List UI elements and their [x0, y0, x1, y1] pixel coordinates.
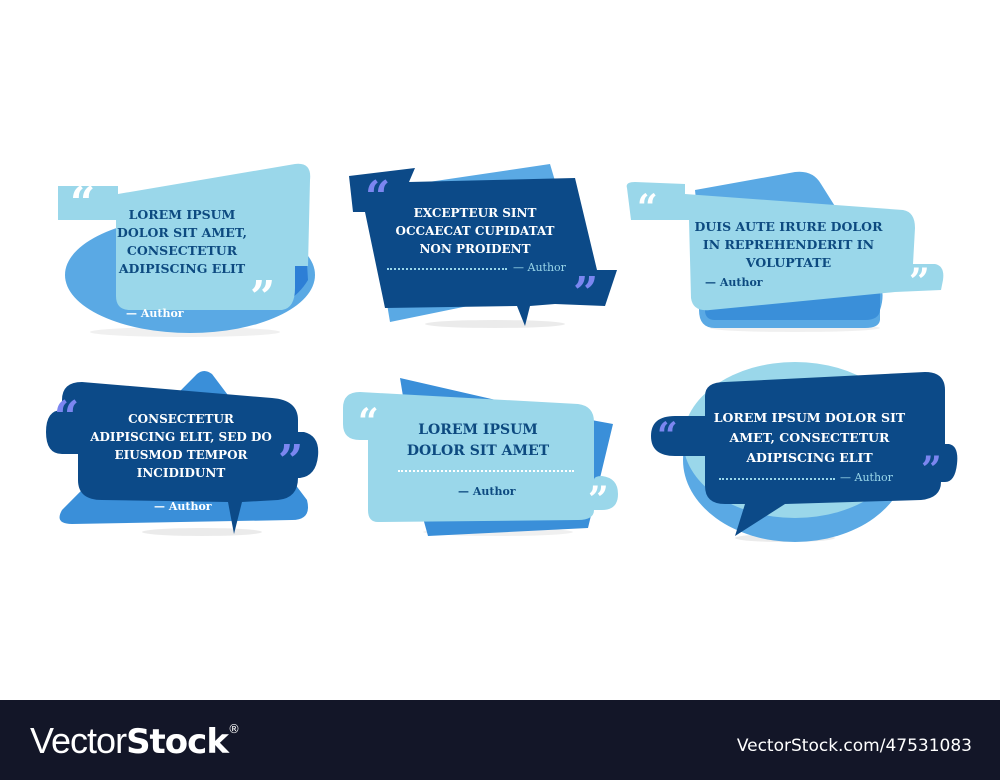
close-quote-icon: ” [278, 436, 304, 487]
divider-dots [719, 478, 835, 480]
author-label: — Author [458, 485, 516, 498]
quote-text: CONSECTETUR ADIPISCING ELIT, SED DO EIUS… [90, 412, 272, 480]
speech-bubble-shape [349, 164, 617, 328]
watermark-footer: VectorStock® VectorStock.com/47531083 [0, 700, 1000, 780]
quote-text: EXCEPTEUR SINT OCCAECAT CUPIDATAT NON PR… [395, 206, 555, 256]
author-label: — Author [840, 471, 893, 484]
quote-text: LOREM IPSUM DOLOR SIT AMET [406, 422, 550, 459]
close-quote-icon: ” [909, 261, 930, 303]
author-label: — Author [126, 307, 184, 320]
quote-text: LOREM IPSUM DOLOR SIT AMET, CONSECTETUR … [713, 410, 906, 465]
open-quote-icon: “ [637, 187, 658, 229]
close-quote-icon: ” [573, 268, 599, 319]
open-quote-icon: “ [54, 392, 80, 443]
image-reference: VectorStock.com/47531083 [736, 736, 972, 756]
speech-bubble-shape [626, 171, 944, 332]
quote-text: LOREM IPSUM DOLOR SIT AMET, CONSECTETUR … [116, 207, 248, 276]
open-quote-icon: “ [358, 401, 379, 443]
speech-bubble-shape [343, 378, 618, 536]
divider-dots [398, 470, 574, 472]
author-label: — Author [705, 276, 763, 289]
open-quote-icon: “ [365, 172, 391, 223]
quote-card-5: “ ” LOREM IPSUM DOLOR SIT AMET — Author [338, 378, 623, 540]
open-quote-icon: “ [70, 178, 96, 229]
speech-bubble-shape [58, 163, 315, 337]
author-label: — Author [154, 500, 212, 513]
open-quote-icon: “ [657, 415, 678, 457]
quote-card-3: “ ” DUIS AUTE IRURE DOLOR IN REPREHENDER… [625, 170, 950, 335]
author-label: — Author [513, 261, 566, 274]
registered-mark: ® [227, 722, 240, 736]
quote-card-4: “ ” CONSECTETUR ADIPISCING ELIT, SED DO … [42, 370, 327, 540]
quote-templates-canvas: “ ” LOREM IPSUM DOLOR SIT AMET, CONSECTE… [42, 160, 965, 545]
close-quote-icon: ” [588, 479, 609, 521]
close-quote-icon: ” [250, 272, 276, 323]
speech-bubble-shape [46, 371, 319, 536]
quote-card-6: “ ” LOREM IPSUM DOLOR SIT AMET, CONSECTE… [645, 360, 965, 545]
quote-card-1: “ ” LOREM IPSUM DOLOR SIT AMET, CONSECTE… [50, 160, 320, 340]
quote-text: DUIS AUTE IRURE DOLOR IN REPREHENDERIT I… [694, 219, 883, 270]
divider-dots [387, 268, 507, 270]
quote-card-2: “ ” EXCEPTEUR SINT OCCAECAT CUPIDATAT NO… [345, 162, 625, 332]
vectorstock-logo: VectorStock® [30, 720, 240, 762]
close-quote-icon: ” [921, 449, 942, 491]
